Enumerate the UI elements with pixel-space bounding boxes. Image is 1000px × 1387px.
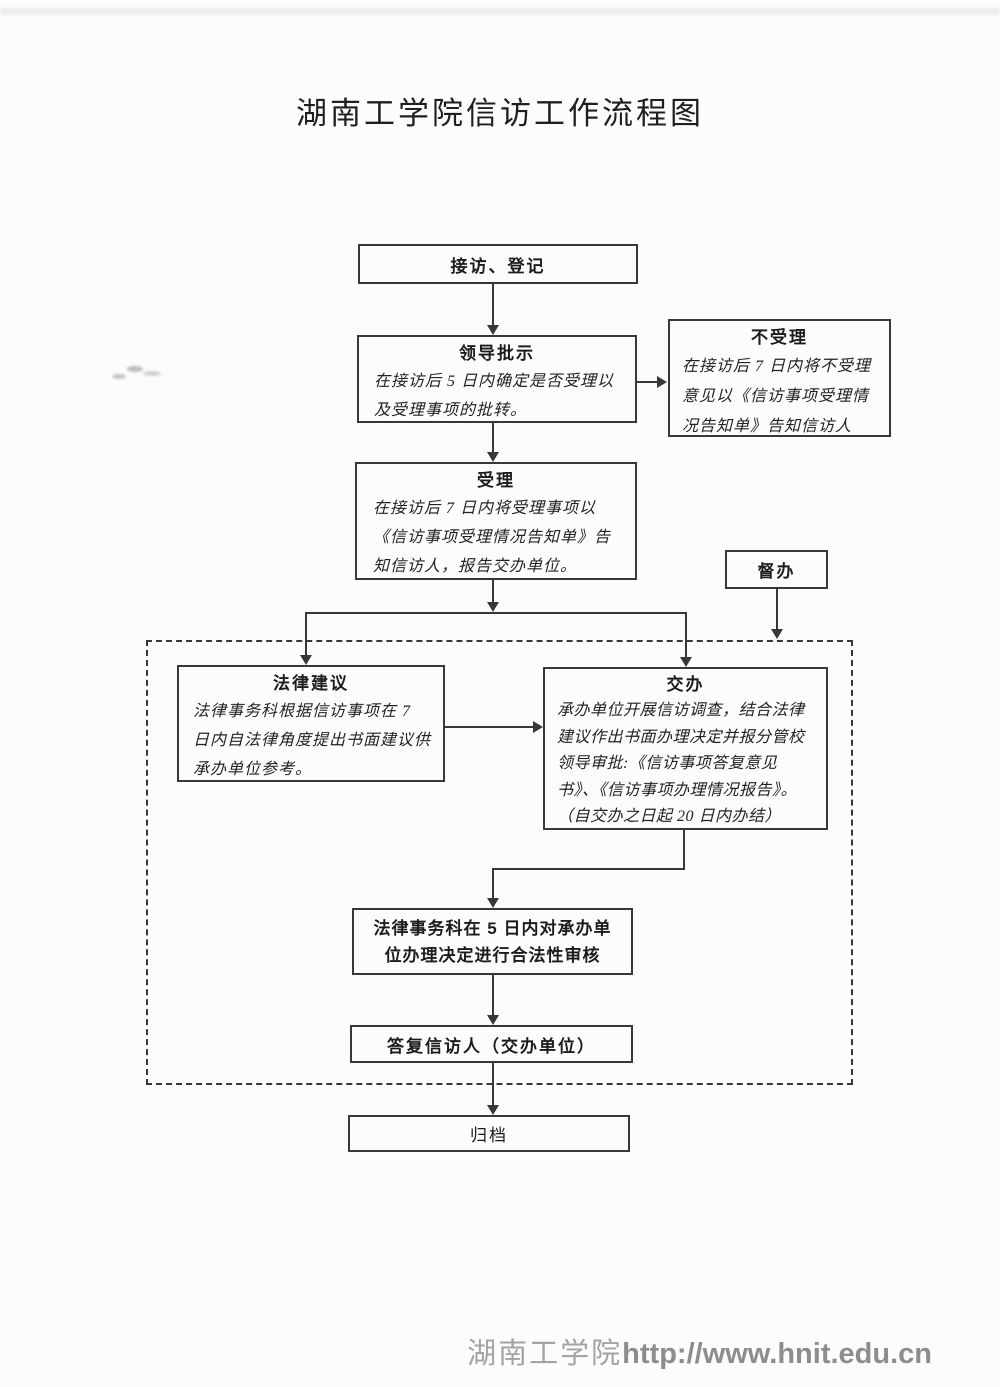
node-label: 督办 [757, 562, 796, 581]
footer: 湖南工学院http://www.hnit.edu.cn [467, 1330, 932, 1372]
node-label: 答复信访人（交办单位） [387, 1036, 596, 1056]
node-leader-approval: 领导批示 在接访后 5 日内确定是否受理以及受理事项的批转。 [357, 335, 637, 423]
node-title: 不受理 [751, 328, 808, 347]
node-body: 承办单位开展信访调查，结合法律建议作出书面办理决定并报分管校领导审批:《信访事项… [557, 702, 805, 825]
node-title: 交办 [666, 675, 705, 694]
page-title: 湖南工学院信访工作流程图 [296, 96, 704, 131]
node-accepted: 受理 在接访后 7 日内将受理事项以《信访事项受理情况告知单》告知信访人，报告交… [355, 462, 637, 580]
node-body: 在接访后 7 日内将不受理意见以《信访事项受理情况告知单》告知信访人 [682, 358, 872, 435]
node-archive: 归档 [348, 1115, 630, 1152]
scan-smudge [127, 366, 143, 372]
node-label: 归档 [470, 1126, 508, 1145]
node-reception: 接访、登记 [358, 244, 638, 284]
node-reply-petitioner: 答复信访人（交办单位） [350, 1025, 633, 1063]
node-title: 受理 [477, 471, 515, 490]
scan-smudge [143, 371, 161, 376]
scan-smudge [112, 374, 126, 379]
node-body: 法律事务科根据信访事项在 7 日内自法律角度提出书面建议供承办单位参考。 [193, 703, 432, 778]
node-label: 法律事务科在 5 日内对承办单位办理决定进行合法性审核 [373, 918, 612, 965]
node-legal-advice: 法律建议 法律事务科根据信访事项在 7 日内自法律角度提出书面建议供承办单位参考… [177, 665, 445, 782]
node-title: 法律建议 [273, 674, 349, 693]
node-label: 接访、登记 [450, 256, 546, 276]
scan-edge-shadow [0, 8, 1000, 18]
node-body: 在接访后 7 日内将受理事项以《信访事项受理情况告知单》告知信访人，报告交办单位… [373, 500, 612, 575]
dashed-boundary [146, 640, 853, 1085]
node-assignment: 交办 承办单位开展信访调查，结合法律建议作出书面办理决定并报分管校领导审批:《信… [543, 667, 828, 830]
footer-site-name: 湖南工学院 [467, 1338, 623, 1370]
node-legality-review: 法律事务科在 5 日内对承办单位办理决定进行合法性审核 [352, 908, 633, 975]
node-body: 在接访后 5 日内确定是否受理以及受理事项的批转。 [374, 373, 615, 419]
node-title: 领导批示 [459, 344, 535, 363]
footer-url: http://www.hnit.edu.cn [622, 1338, 932, 1370]
node-not-accepted: 不受理 在接访后 7 日内将不受理意见以《信访事项受理情况告知单》告知信访人 [668, 319, 891, 437]
node-supervision: 督办 [725, 550, 828, 589]
